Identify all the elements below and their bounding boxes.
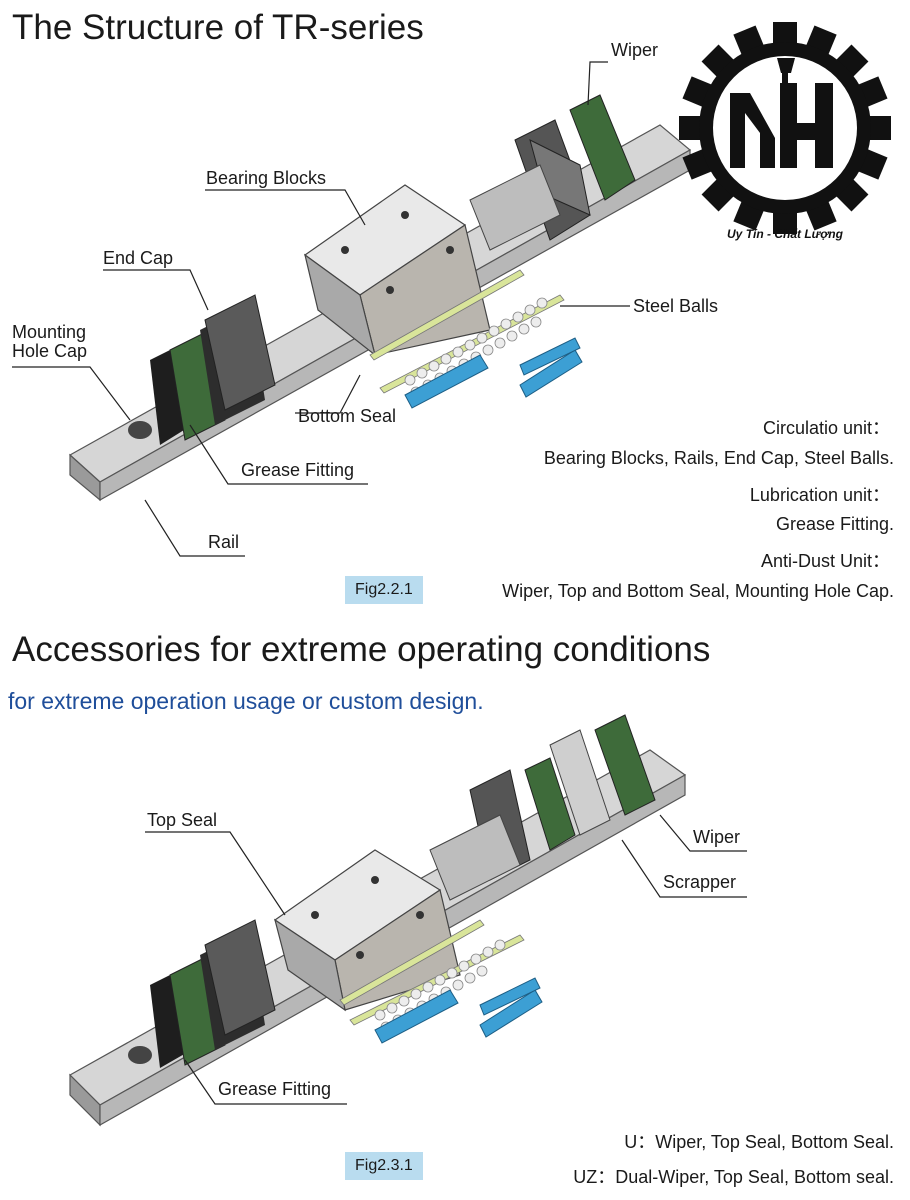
logo-tagline: Uy Tín - Chất Lượng [727, 227, 844, 241]
label-mounting-hole-cap-line2: Hole Cap [12, 341, 88, 361]
section2-title: Accessories for extreme operating condit… [12, 630, 711, 669]
label-bearing-blocks: Bearing Blocks [206, 168, 327, 188]
right-end-assembly-1 [469, 94, 636, 251]
label-grease-fitting: Grease Fitting [241, 460, 355, 480]
seals-balls-2 [339, 919, 543, 1044]
label-bottom-seal: Bottom Seal [298, 406, 397, 426]
note-uz: UZ：Dual-Wiper, Top Seal, Bottom seal. [573, 1167, 894, 1187]
note-antidust-heading: Anti-Dust Unit： [760, 551, 890, 571]
note-antidust-items: Wiper, Top and Bottom Seal, Mounting Hol… [502, 581, 894, 601]
left-end-assembly-2 [150, 919, 276, 1068]
label-top-seal: Top Seal [147, 810, 218, 830]
right-end-assembly-2 [429, 714, 656, 901]
figure-tag-1: Fig2.2.1 [345, 576, 423, 604]
bearing-block-1 [303, 184, 491, 357]
section2-subtitle: for extreme operation usage or custom de… [8, 688, 484, 714]
bearing-block-2 [273, 849, 461, 1012]
left-end-assembly-1 [150, 294, 276, 445]
label-mounting-hole-cap: Mounting Hole Cap [12, 323, 87, 361]
note-circulation-items: Bearing Blocks, Rails, End Cap, Steel Ba… [543, 448, 894, 468]
label-wiper-2: Wiper [693, 827, 741, 847]
note-lubrication-items: Grease Fitting. [775, 514, 894, 534]
label-scrapper: Scrapper [663, 872, 737, 892]
figure-tag-2: Fig2.3.1 [345, 1152, 423, 1180]
label-steel-balls: Steel Balls [633, 296, 719, 316]
section1-title: The Structure of TR-series [12, 8, 424, 47]
note-lubrication-heading: Lubrication unit： [749, 485, 890, 505]
label-mounting-hole-cap-line1: Mounting [12, 322, 87, 342]
note-circulation-heading: Circulatio unit： [762, 418, 890, 438]
label-end-cap: End Cap [103, 248, 174, 268]
mh-logo: Uy Tín - Chất Lượng [679, 22, 891, 241]
label-wiper: Wiper [611, 40, 659, 60]
label-rail: Rail [208, 532, 240, 552]
label-grease-fitting-2: Grease Fitting [218, 1079, 332, 1099]
seals-balls-1 [369, 269, 583, 409]
note-u: U：Wiper, Top Seal, Bottom Seal. [624, 1132, 894, 1152]
